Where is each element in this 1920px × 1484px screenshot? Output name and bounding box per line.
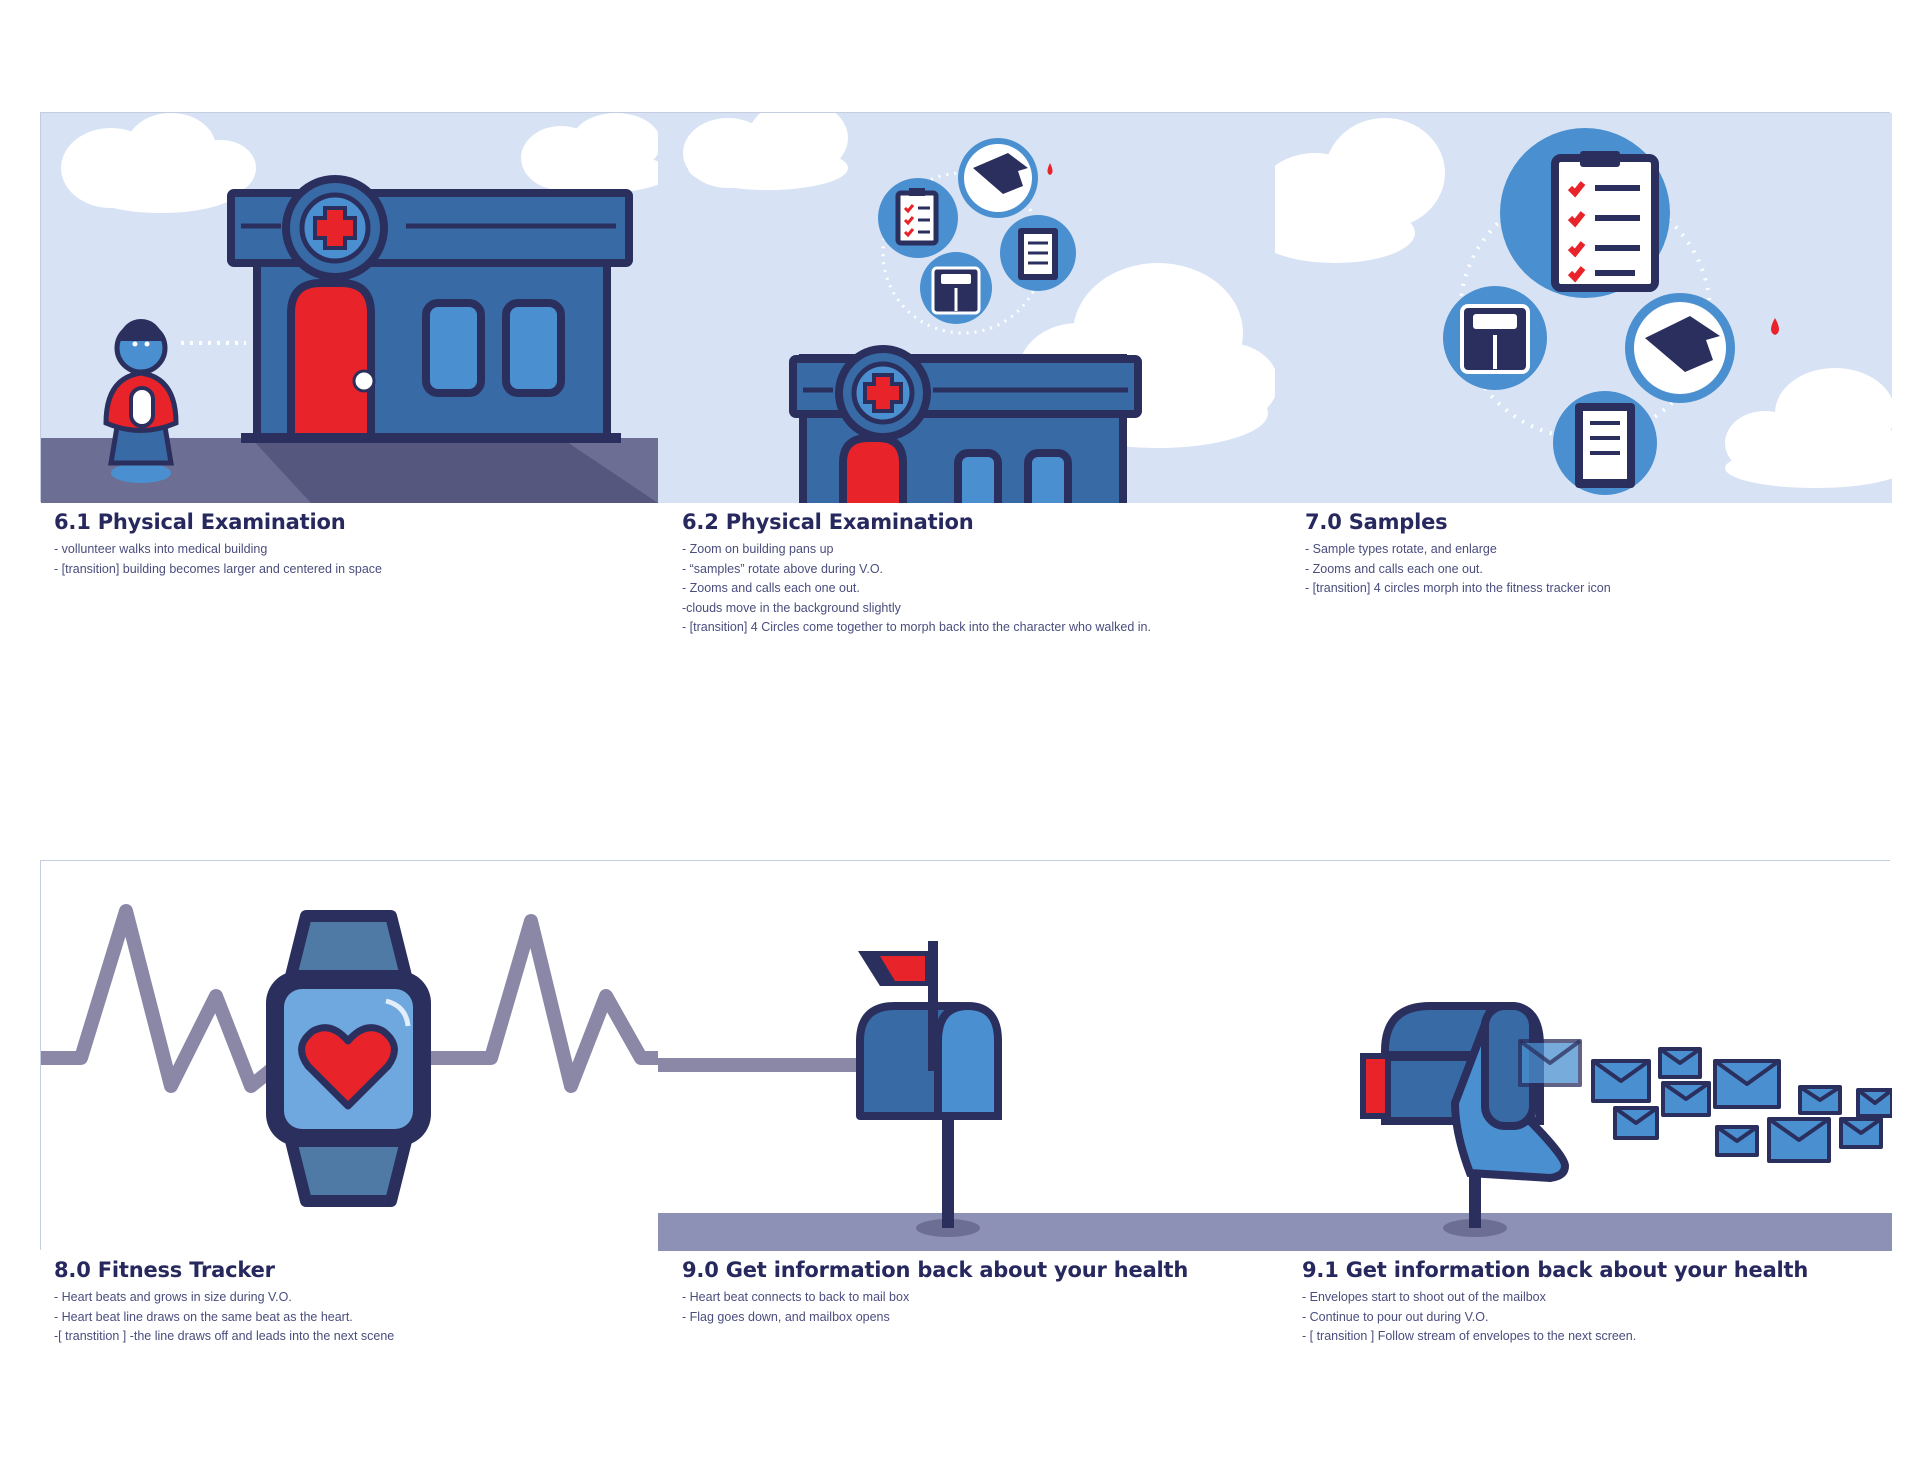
clipboard-icon [1553, 391, 1657, 495]
note-line: - “samples” rotate above during V.O. [682, 561, 884, 576]
scale-icon [1443, 286, 1547, 390]
hospital-building-icon [789, 345, 1142, 503]
caption-7-0: 7.0 Samples - Sample types rotate, and e… [1305, 510, 1905, 599]
mailbox-icon [856, 941, 1002, 1237]
hospital-building-icon [227, 175, 633, 443]
note-line: - Heart beat connects to back to mail bo… [682, 1290, 910, 1304]
panel-9-1-svg [1275, 861, 1892, 1251]
clipboard-icon [1000, 215, 1076, 291]
panel-7-0-svg [1275, 113, 1892, 503]
panel-8-0-svg [41, 861, 658, 1251]
panel-6-1-svg [41, 113, 658, 503]
panel-7-0-illustration [1275, 113, 1892, 503]
panel-9-0-illustration [658, 861, 1275, 1251]
note-line: - [transition] building becomes larger a… [54, 561, 382, 576]
caption-6-1: 6.1 Physical Examination - vollunteer wa… [54, 510, 654, 579]
note-line: - Envelopes start to shoot out of the ma… [1302, 1290, 1546, 1304]
cloud-icon [61, 113, 658, 213]
panel-notes: - Heart beats and grows in size during V… [54, 1288, 654, 1347]
heart-icon [298, 1024, 398, 1110]
note-line: -[ transtition ] -the line draws off and… [54, 1329, 395, 1343]
ground [1275, 1213, 1892, 1251]
caption-9-1: 9.1 Get information back about your heal… [1302, 1258, 1902, 1347]
note-line: - Zooms and calls each one out. [682, 581, 860, 595]
building-shadow [251, 438, 658, 503]
scale-icon [920, 252, 992, 324]
panel-notes: - Envelopes start to shoot out of the ma… [1302, 1288, 1902, 1347]
note-line: - Continue to pour out during V.O. [1302, 1309, 1489, 1324]
note-line: - [transition] 4 circles morph into the … [1305, 581, 1611, 595]
panel-title: 6.2 Physical Examination [682, 510, 974, 534]
note-line: - Zoom on building pans up [682, 542, 834, 556]
panel-notes: - vollunteer walks into medical building… [54, 540, 654, 579]
envelope-icon [1518, 1039, 1892, 1163]
caption-9-0: 9.0 Get information back about your heal… [682, 1258, 1282, 1327]
panel-notes: - Heart beat connects to back to mail bo… [682, 1288, 1282, 1327]
note-line: - Sample types rotate, and enlarge [1305, 542, 1497, 556]
note-line: -clouds move in the background slightly [682, 600, 901, 615]
panel-title: 9.1 Get information back about your heal… [1302, 1258, 1809, 1282]
panel-9-1-illustration [1275, 861, 1892, 1251]
note-line: - [ transition ] Follow stream of envelo… [1302, 1329, 1637, 1343]
volunteer-character-icon [103, 319, 179, 483]
panel-8-0-illustration [41, 861, 658, 1251]
panel-title: 9.0 Get information back about your heal… [682, 1258, 1189, 1282]
panel-6-2-illustration [658, 113, 1275, 503]
note-line: - Heart beats and grows in size during V… [54, 1290, 292, 1304]
caption-6-2: 6.2 Physical Examination - Zoom on build… [682, 510, 1282, 638]
panel-notes: - Sample types rotate, and enlarge - Zoo… [1305, 540, 1905, 599]
note-line: - Heart beat line draws on the same beat… [54, 1309, 353, 1324]
clipboard-icon [1500, 128, 1670, 298]
panel-title: 6.1 Physical Examination [54, 510, 346, 534]
cloud-icon [1275, 118, 1892, 488]
panel-9-0-svg [658, 861, 1275, 1251]
note-line: - vollunteer walks into medical building [54, 542, 268, 556]
panel-6-2-svg [658, 113, 1275, 503]
note-line: - Zooms and calls each one out. [1305, 561, 1483, 576]
panel-title: 8.0 Fitness Tracker [54, 1258, 275, 1282]
smartwatch-icon [266, 910, 431, 1207]
finger-prick-icon [958, 138, 1053, 218]
note-line: - [transition] 4 Circles come together t… [682, 620, 1151, 634]
note-line: - Flag goes down, and mailbox opens [682, 1309, 890, 1324]
finger-prick-icon [1625, 293, 1779, 403]
panel-6-1-illustration [41, 113, 658, 503]
clipboard-icon [878, 178, 958, 258]
caption-8-0: 8.0 Fitness Tracker - Heart beats and gr… [54, 1258, 654, 1347]
panel-notes: - Zoom on building pans up - “samples” r… [682, 540, 1282, 638]
panel-title: 7.0 Samples [1305, 510, 1448, 534]
mailbox-icon [1360, 1002, 1570, 1237]
